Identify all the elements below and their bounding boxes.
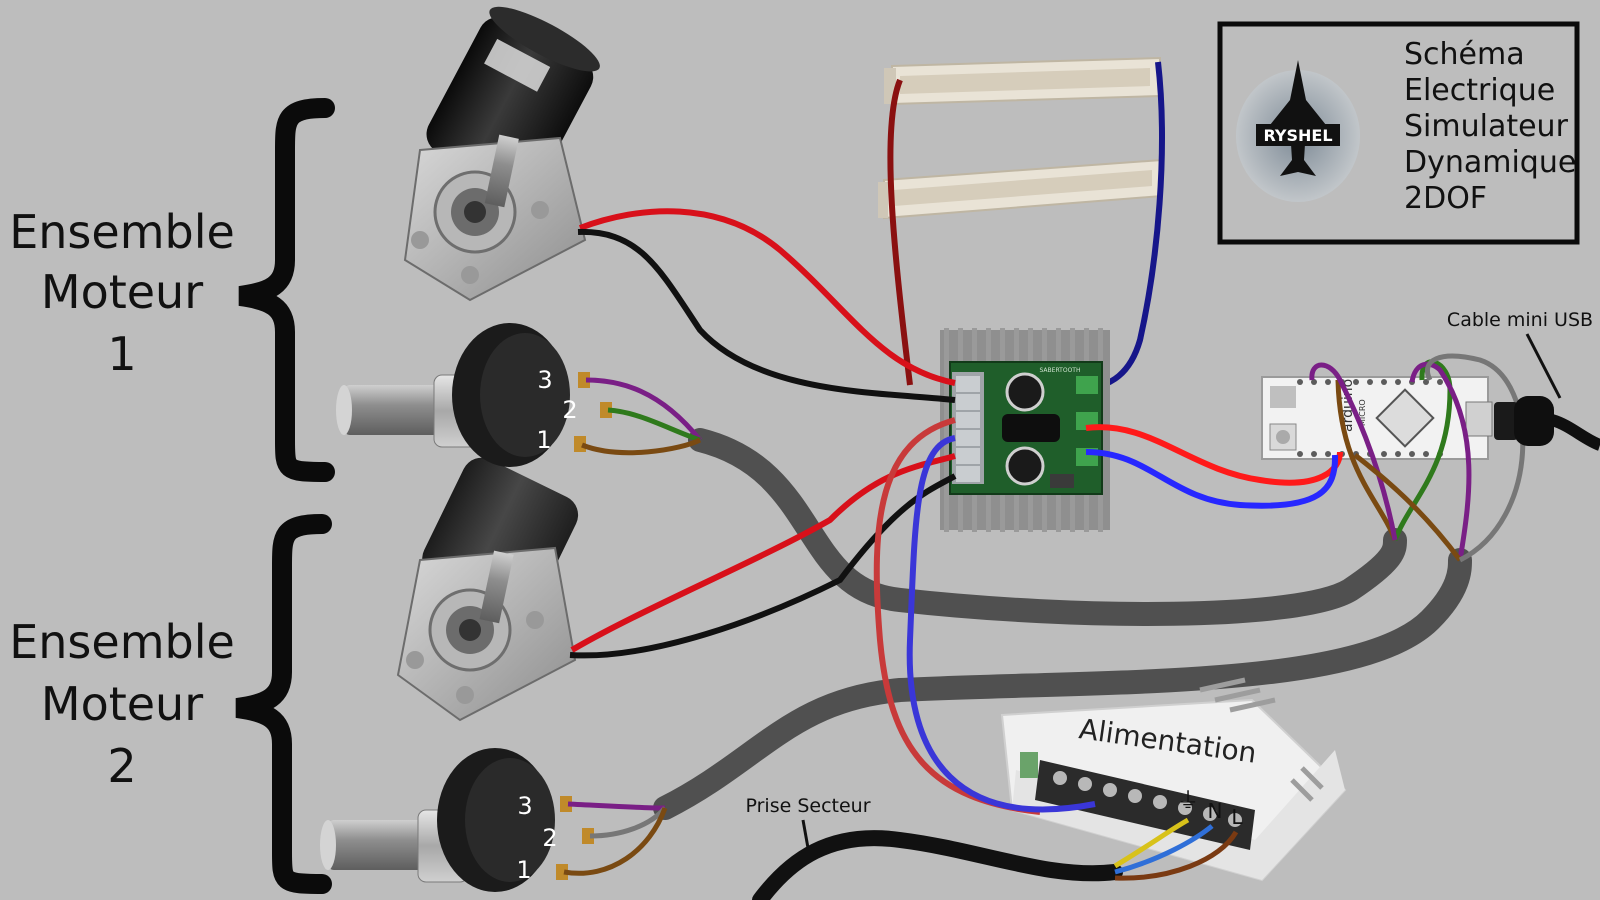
title-line-5: 2DOF (1404, 181, 1487, 216)
bundle2-wire-purple (1409, 361, 1472, 561)
pot1-terminal-2 (600, 402, 612, 418)
group2-label-line3: 2 (107, 739, 136, 793)
pot1-pin-1: 1 (536, 426, 551, 454)
usb-label: Cable mini USB (1447, 309, 1593, 331)
pot1-wire-purple (585, 377, 702, 442)
arduino-model: MICRO (1358, 399, 1367, 426)
resistor-wire-dark-red (887, 78, 913, 386)
mains-wire-live (1114, 830, 1239, 881)
grey-cable-bundle-2 (653, 548, 1472, 820)
brace-group-1 (238, 98, 335, 482)
motor-2 (396, 457, 579, 722)
usb-label-leader (1525, 333, 1562, 399)
arduino-usb-port (1465, 401, 1493, 437)
pot2-pin-labels: 3 2 1 (516, 792, 557, 884)
motor2-wire-black (569, 473, 957, 659)
power-supply: Alimentation ⏚ N L (1000, 677, 1347, 882)
mains-label-leader (801, 819, 810, 849)
mini-usb-cable (1494, 396, 1600, 451)
psu-vents (1199, 677, 1324, 802)
mains-cable (752, 830, 1123, 900)
pot2-wire-brown (563, 807, 668, 876)
grey-cable-bundle-1 (688, 428, 1407, 626)
motor2-wire-red (570, 453, 956, 653)
pot2-pin-2: 2 (542, 824, 557, 852)
motor1-wire-red (578, 208, 956, 386)
psu-terminal-strip (1035, 760, 1255, 850)
group1-label-line2: Moteur (41, 265, 203, 319)
arduino-micro: arduino MICRO (1261, 376, 1493, 460)
pot2-terminal-3 (560, 796, 572, 812)
psu-wire-blue (906, 435, 1096, 813)
mains-wire-earth (1113, 817, 1190, 869)
title-line-3: Simulateur (1404, 109, 1569, 144)
driver-terminals-left (952, 372, 984, 484)
psu-wire-red (873, 417, 1041, 815)
pot1-wire-green (607, 407, 701, 443)
pot2-wire-purple (567, 801, 666, 811)
driver-capacitor-2 (1005, 446, 1045, 486)
group1-label-line3: 1 (107, 327, 136, 381)
title-box: RYSHEL Schéma Electrique Simulateur Dyna… (1217, 21, 1580, 245)
pot2-pin-3: 3 (517, 792, 532, 820)
power-resistor-1 (884, 56, 1161, 106)
mains-label: Prise Secteur (745, 795, 870, 817)
title-line-1: Schéma (1404, 37, 1525, 72)
driver-brand: SABERTOOTH (1040, 367, 1081, 374)
driver-dip-switch (1050, 474, 1074, 488)
psu-led (1020, 752, 1038, 778)
group2-label-line1: Ensemble (9, 615, 235, 669)
pot1-wire-brown (581, 437, 702, 456)
pot1-pin-3: 3 (537, 366, 552, 394)
pot2-terminal-2 (582, 828, 594, 844)
motor-1 (403, 6, 600, 302)
psu-ground-symbol: ⏚ (1177, 789, 1199, 814)
pot1-pin-2: 2 (562, 396, 577, 424)
bundle1-wire-brown (1335, 379, 1398, 541)
bundle1-wire-purple (1309, 362, 1398, 541)
motor-driver: SABERTOOTH (940, 328, 1110, 532)
group2-label-line2: Moteur (41, 677, 203, 731)
bundle2-wire-grey (1425, 353, 1526, 563)
pot2-terminal-1 (556, 864, 568, 880)
power-resistor-2 (878, 158, 1163, 220)
resistor-wire-navy (1089, 61, 1165, 391)
psu-neutral-label: N (1208, 799, 1223, 823)
ryshel-logo-jet-icon (1266, 60, 1330, 176)
potentiometer-1 (336, 323, 570, 467)
logo-text: RYSHEL (1263, 126, 1332, 145)
pot1-terminal-3 (578, 372, 590, 388)
logo-banner (1256, 124, 1340, 146)
motor1-wire-black (577, 228, 956, 403)
driver-inductor (1002, 414, 1060, 442)
pot1-pin-labels: 3 2 1 (536, 366, 577, 454)
group1-label-line1: Ensemble (9, 205, 235, 259)
pot2-pin-1: 1 (516, 856, 531, 884)
driver-capacitor-1 (1005, 372, 1045, 412)
mains-wire-neutral (1114, 824, 1214, 875)
psu-line-label: L (1231, 805, 1243, 829)
signal-wire-blue (1085, 449, 1339, 509)
brace-group-2 (235, 514, 332, 894)
title-line-2: Electrique (1404, 73, 1555, 108)
bundle2-wire-brown (1353, 453, 1462, 562)
potentiometer-2 (320, 748, 555, 892)
title-line-4: Dynamique (1404, 145, 1576, 180)
pot2-wire-grey (589, 806, 667, 839)
